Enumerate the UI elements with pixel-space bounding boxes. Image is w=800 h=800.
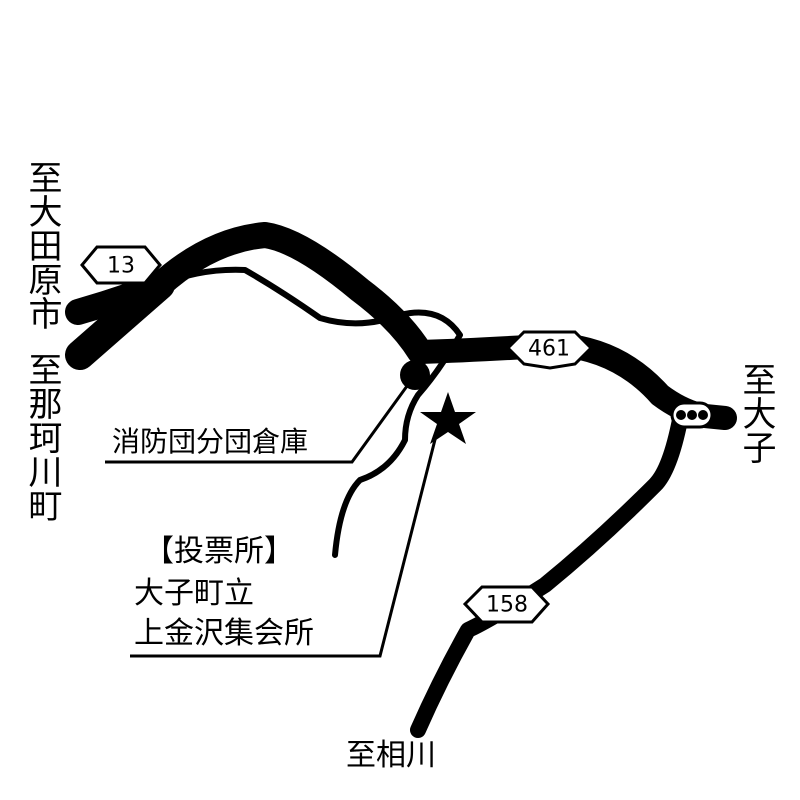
polling-place-header: 【投票所】 [144,534,294,569]
route-158-shield: 158 [462,585,551,624]
route-13-label: 13 [107,254,135,279]
destination-east: 至大子 [736,362,776,464]
route-461-road [408,333,712,427]
polling-place-star-icon [420,392,476,444]
destination-west-lower: 至那珂川町 [22,352,62,522]
polling-place-leader [130,419,442,658]
route-158-label: 158 [486,593,528,618]
route-158-road [410,412,688,738]
main-road-lower [65,270,175,370]
polling-place-name-line2: 上金沢集会所 [134,616,314,651]
route-461-label: 461 [528,337,570,362]
fire-station-label: 消防団分団倉庫 [112,425,309,458]
polling-place-name-line1: 大子町立 [134,576,254,611]
destination-south: 至相川 [346,738,436,773]
route-13-shield: 13 [80,245,162,285]
fire-station-leader [105,374,417,464]
route-461-shield: 461 [505,330,594,370]
destination-west-upper: 至大田原市 [22,160,62,330]
side-road-loop [157,266,463,558]
